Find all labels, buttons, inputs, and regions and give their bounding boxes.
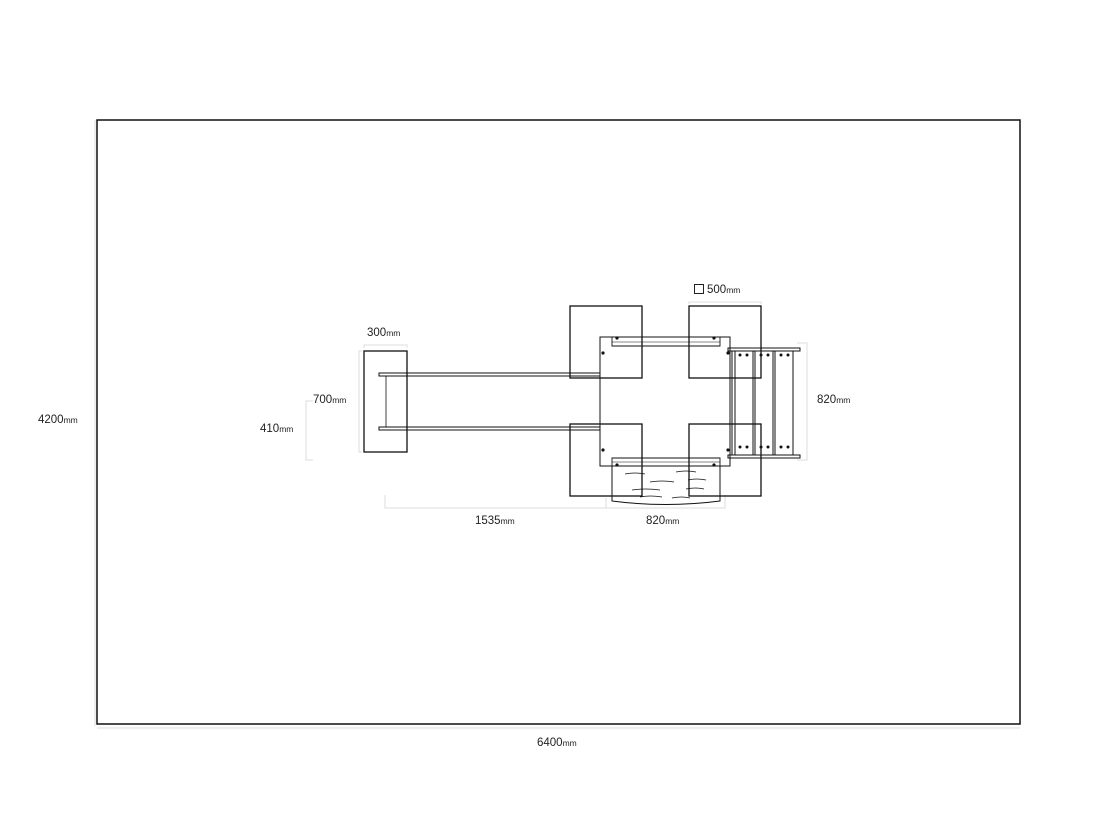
ramp-grain bbox=[624, 470, 707, 499]
frame bbox=[599, 336, 731, 467]
pad-size-label: 500mm bbox=[694, 284, 740, 297]
dim-value: 500 bbox=[707, 284, 727, 296]
dim-unit: mm bbox=[386, 328, 401, 338]
bolts bbox=[601, 336, 790, 467]
dim-value: 700 bbox=[313, 394, 333, 406]
pad-bottom-left bbox=[569, 423, 643, 497]
dim-value: 4200 bbox=[38, 414, 64, 426]
frame-depth-label: 820mm bbox=[817, 394, 851, 407]
dim-value: 410 bbox=[260, 423, 280, 435]
room-outline bbox=[96, 119, 1021, 725]
frame-depth-dim-line bbox=[797, 342, 808, 461]
dim-unit: mm bbox=[500, 516, 515, 526]
room-height-label: 4200mm bbox=[38, 414, 78, 427]
equipment bbox=[363, 305, 801, 505]
block-length-dim-line bbox=[358, 350, 362, 453]
rail-bottom bbox=[378, 426, 601, 431]
dim-value: 6400 bbox=[537, 737, 563, 749]
dim-value: 1535 bbox=[475, 515, 501, 527]
dim-value: 820 bbox=[817, 394, 837, 406]
block-width-dim-line bbox=[363, 344, 408, 348]
dim-value: 300 bbox=[367, 327, 387, 339]
dim-unit: mm bbox=[279, 424, 294, 434]
dim-unit: mm bbox=[562, 738, 577, 748]
rail-spacing-label: 410mm bbox=[260, 423, 294, 436]
ladder bbox=[727, 347, 801, 459]
dim-unit: mm bbox=[665, 516, 680, 526]
rail-length-label: 1535mm bbox=[475, 515, 515, 528]
dim-unit: mm bbox=[726, 285, 741, 295]
pad-size-dim-line bbox=[688, 301, 762, 304]
ladder-bottom-bar bbox=[727, 454, 801, 459]
ladder-top-bar bbox=[727, 347, 801, 352]
frame-inner-bars bbox=[611, 337, 721, 466]
rail-top bbox=[378, 372, 601, 377]
rail-length-dim-line bbox=[384, 495, 726, 509]
dim-value: 820 bbox=[646, 515, 666, 527]
ramp-texture bbox=[624, 470, 707, 499]
dim-unit: mm bbox=[63, 415, 78, 425]
rail-spacing-dim-line bbox=[305, 400, 313, 461]
room-width-label: 6400mm bbox=[537, 737, 577, 750]
dim-unit: mm bbox=[836, 395, 851, 405]
block-width-label: 300mm bbox=[367, 327, 401, 340]
frame-width-label: 820mm bbox=[646, 515, 680, 528]
square-symbol-icon bbox=[694, 284, 704, 294]
pad-bottom-right bbox=[688, 423, 762, 497]
ramp bbox=[611, 466, 721, 505]
dimension-lines bbox=[94, 120, 1020, 729]
end-block bbox=[363, 350, 408, 453]
dim-unit: mm bbox=[332, 395, 347, 405]
block-length-label: 700mm bbox=[313, 394, 347, 407]
